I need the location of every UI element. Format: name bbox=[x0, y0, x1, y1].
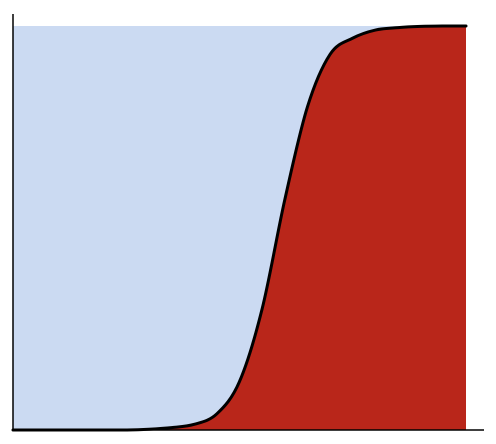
area-fill bbox=[13, 25, 466, 431]
